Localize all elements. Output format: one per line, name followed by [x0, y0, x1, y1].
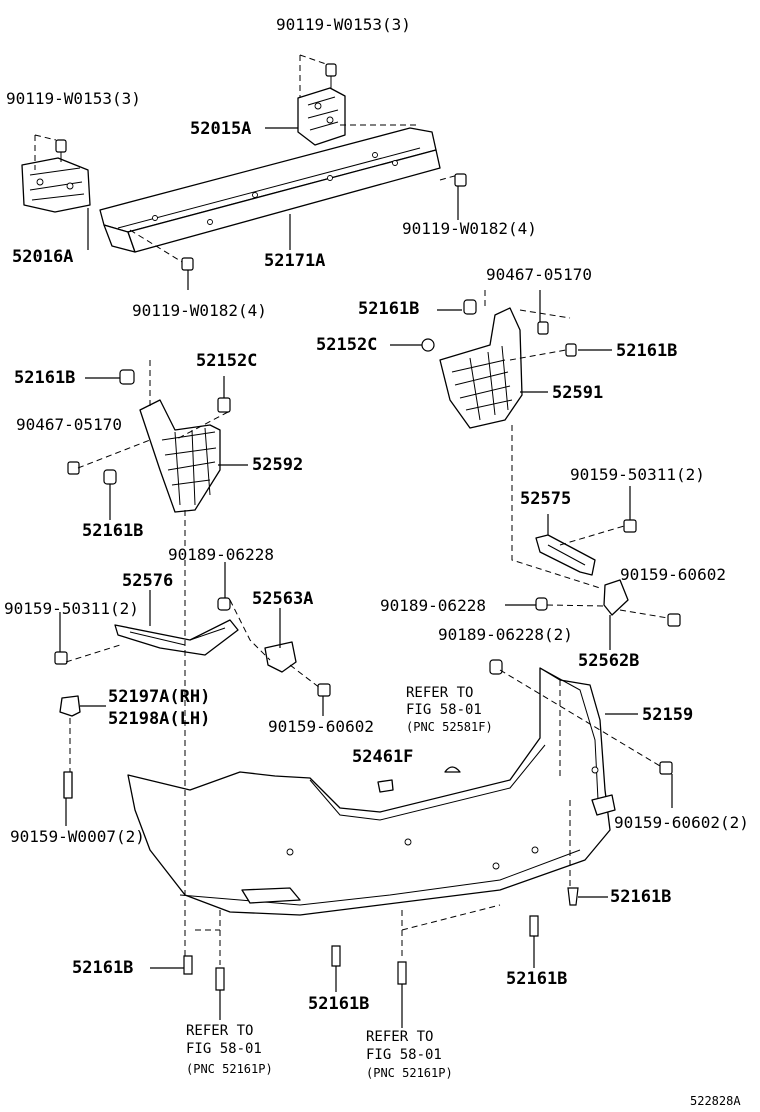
clip-52197A	[59, 695, 81, 799]
left-side-retainer	[67, 369, 231, 513]
part-label-52592: 52592	[252, 455, 304, 475]
part-label-90119-W0182-left: 90119-W0182(4)	[132, 301, 267, 320]
bracket-52563A	[264, 641, 331, 697]
refer-to-label-2: REFER TO	[186, 1023, 254, 1039]
bracket-52562B	[535, 579, 681, 627]
left-beam-bracket	[21, 157, 91, 213]
part-label-52015A: 52015A	[190, 119, 252, 139]
refer-pnc-label-1: (PNC 52581F)	[406, 720, 493, 734]
refer-pnc-label-3: (PNC 52161P)	[366, 1066, 453, 1080]
part-label-52161B-c: 52161B	[308, 994, 370, 1014]
part-label-90159-W0007: 90159-W0007(2)	[10, 827, 145, 846]
part-label-90159-50311-left: 90159-50311(2)	[4, 599, 139, 618]
plug-52461F	[444, 766, 461, 773]
part-label-52575: 52575	[520, 489, 572, 509]
part-label-90119-W0153-left: 90119-W0153(3)	[6, 89, 141, 108]
part-label-90159-60602-2: 90159-60602(2)	[614, 813, 749, 832]
part-label-90159-60602-mid: 90159-60602	[268, 717, 374, 736]
part-label-90159-50311-right: 90159-50311(2)	[570, 465, 705, 484]
part-label-52159: 52159	[642, 705, 694, 725]
rear-bumper-cover	[127, 667, 616, 916]
part-label-52198A: 52198A(LH)	[108, 709, 211, 729]
leader-lines	[59, 127, 673, 1028]
right-bumper-bracket	[535, 519, 637, 576]
right-beam-bracket	[297, 87, 346, 146]
part-label-52161B-r3: 52161B	[610, 887, 672, 907]
part-label-90159-60602-right: 90159-60602	[620, 565, 726, 584]
refer-fig-label-1: FIG 58-01	[406, 702, 482, 718]
part-label-52016A: 52016A	[12, 247, 74, 267]
part-label-90189-06228-2: 90189-06228(2)	[438, 625, 573, 644]
bumper-fasteners	[183, 659, 673, 991]
refer-to-label-1: REFER TO	[406, 685, 474, 701]
refer-to-label-3: REFER TO	[366, 1029, 434, 1045]
right-side-retainer	[421, 299, 577, 429]
part-label-52197A: 52197A(RH)	[108, 687, 211, 707]
part-label-90467-05170-left: 90467-05170	[16, 415, 122, 434]
diagram-id: 522828A	[690, 1094, 741, 1108]
part-label-52161B-l1: 52161B	[14, 368, 76, 388]
part-label-52152C-left: 52152C	[196, 351, 258, 371]
part-label-90189-06228-top: 90189-06228	[168, 545, 274, 564]
part-label-90119-W0153-top: 90119-W0153(3)	[276, 15, 411, 34]
part-label-52576: 52576	[122, 571, 174, 591]
part-label-52161B-r1: 52161B	[358, 299, 420, 319]
part-label-90467-05170-right: 90467-05170	[486, 265, 592, 284]
part-label-90189-06228-mid: 90189-06228	[380, 596, 486, 615]
bumper-reinforcement-beam	[99, 127, 441, 253]
part-label-52161B-l3: 52161B	[72, 958, 134, 978]
assembly-lines	[34, 54, 669, 965]
left-bumper-bracket	[54, 597, 239, 665]
part-label-52461F: 52461F	[352, 747, 414, 767]
part-label-52562B: 52562B	[578, 651, 640, 671]
part-label-52171A: 52171A	[264, 251, 326, 271]
part-label-52563A: 52563A	[252, 589, 314, 609]
part-label-52591: 52591	[552, 383, 604, 403]
refer-pnc-label-2: (PNC 52161P)	[186, 1062, 273, 1076]
part-label-52161B-r4: 52161B	[506, 969, 568, 989]
part-label-52152C-right: 52152C	[316, 335, 378, 355]
part-label-52161B-r2: 52161B	[616, 341, 678, 361]
refer-fig-label-3: FIG 58-01	[366, 1047, 442, 1063]
part-label-90119-W0182-right: 90119-W0182(4)	[402, 219, 537, 238]
refer-fig-label-2: FIG 58-01	[186, 1041, 262, 1057]
part-label-52161B-l2: 52161B	[82, 521, 144, 541]
